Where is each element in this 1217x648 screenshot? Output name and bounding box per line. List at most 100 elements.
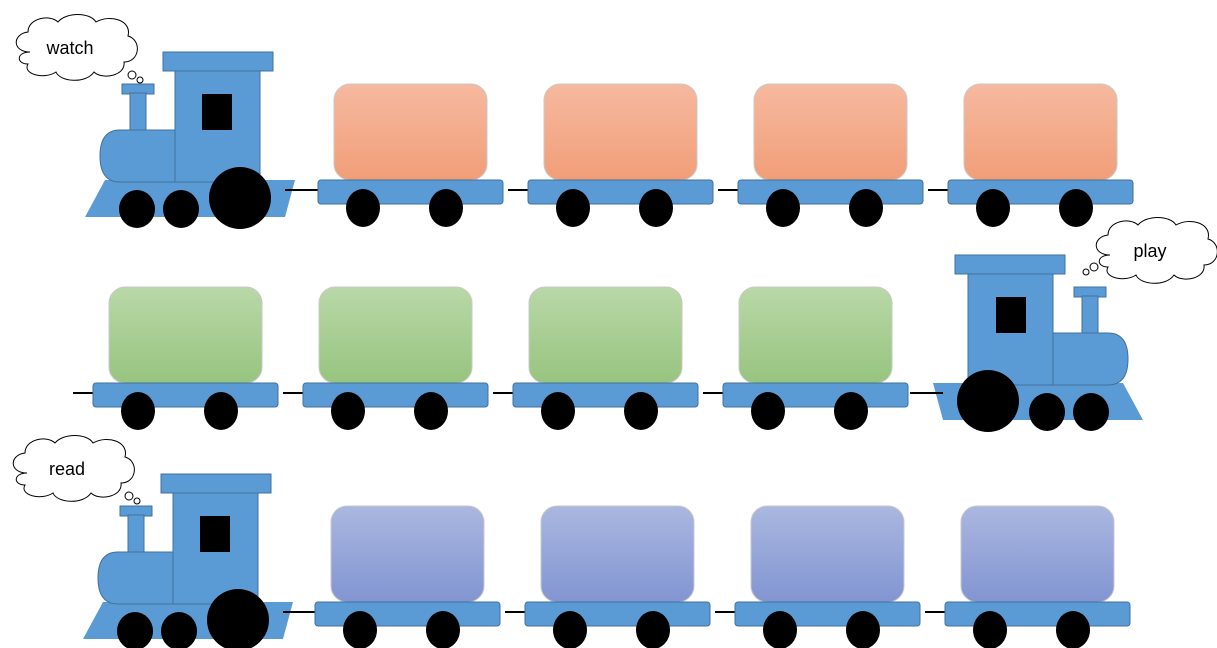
wheel-small	[1029, 393, 1065, 431]
car-platform	[722, 382, 909, 408]
cargo-box	[963, 83, 1118, 181]
car-platform	[302, 382, 489, 408]
wheel	[766, 189, 800, 227]
thought-bubble: watch	[15, 14, 144, 84]
bubble-dot	[1089, 262, 1099, 272]
thought-bubble-word: watch	[45, 38, 93, 58]
wheel	[834, 392, 868, 430]
train-car	[928, 83, 1134, 227]
train-car	[715, 505, 921, 648]
thought-bubble-word: play	[1133, 241, 1166, 261]
wheel	[636, 611, 670, 648]
wheel	[973, 611, 1007, 648]
car-platform	[92, 382, 279, 408]
car-platform	[512, 382, 699, 408]
thought-bubble-word: read	[49, 459, 85, 479]
wheel	[346, 189, 380, 227]
cargo-box	[543, 83, 698, 181]
cargo-box	[750, 505, 905, 603]
engine	[83, 473, 316, 648]
train-car	[493, 286, 699, 430]
wheel	[343, 611, 377, 648]
cab-window	[202, 94, 232, 130]
engine	[910, 254, 1143, 432]
train-car	[925, 505, 1131, 648]
wheel	[331, 392, 365, 430]
wheel	[553, 611, 587, 648]
car-platform	[527, 179, 714, 205]
wheel	[414, 392, 448, 430]
train-car	[508, 83, 714, 227]
smokestack	[127, 514, 145, 554]
wheel-small	[163, 190, 199, 228]
car-platform	[317, 179, 504, 205]
wheel	[121, 392, 155, 430]
cloud-shape	[12, 435, 135, 502]
wheel	[426, 611, 460, 648]
cab-window	[200, 516, 230, 552]
cargo-box	[738, 286, 893, 384]
train-car	[73, 286, 279, 430]
cargo-box	[333, 83, 488, 181]
train-play: play	[73, 217, 1217, 432]
car-platform	[947, 179, 1134, 205]
car-platform	[734, 601, 921, 627]
cargo-box	[960, 505, 1115, 603]
train-car	[295, 505, 501, 648]
engine	[85, 51, 318, 229]
cloud-shape	[15, 14, 138, 81]
car-platform	[944, 601, 1131, 627]
cargo-box	[330, 505, 485, 603]
wheel	[1059, 189, 1093, 227]
cloud-shape	[1095, 217, 1217, 284]
car-platform	[314, 601, 501, 627]
thought-bubble: read	[12, 435, 141, 505]
cargo-box	[753, 83, 908, 181]
train-car	[283, 286, 489, 430]
train-car	[718, 83, 924, 227]
bubble-dot	[127, 70, 137, 80]
wheel	[1056, 611, 1090, 648]
boiler	[1047, 332, 1129, 386]
wheel	[846, 611, 880, 648]
train-read: read	[12, 435, 1131, 648]
cargo-box	[540, 505, 695, 603]
wheel	[429, 189, 463, 227]
bubble-dot	[124, 491, 134, 501]
bubble-dot	[1082, 268, 1090, 276]
wheel-small	[1073, 393, 1109, 431]
bubble-dot	[133, 497, 141, 505]
cargo-box	[528, 286, 683, 384]
cargo-box	[108, 286, 263, 384]
wheel-large	[957, 370, 1019, 432]
wheel	[849, 189, 883, 227]
train-watch: watch	[15, 14, 1134, 229]
wheel-small	[119, 190, 155, 228]
car-platform	[737, 179, 924, 205]
boiler	[97, 551, 179, 605]
wheel	[976, 189, 1010, 227]
wheel-small	[161, 612, 197, 648]
wheel	[751, 392, 785, 430]
wheel	[541, 392, 575, 430]
bubble-dot	[136, 76, 144, 84]
train-car	[505, 505, 711, 648]
train-car	[703, 286, 909, 430]
cab-window	[996, 297, 1026, 333]
cab-roof	[954, 254, 1066, 275]
wheel	[204, 392, 238, 430]
wheel-large	[209, 167, 271, 229]
smokestack	[129, 92, 147, 132]
smokestack	[1081, 295, 1099, 335]
wheel	[639, 189, 673, 227]
cab-roof	[162, 51, 274, 72]
cab-roof	[160, 473, 272, 494]
car-platform	[524, 601, 711, 627]
train-car	[298, 83, 504, 227]
boiler	[99, 129, 181, 183]
wheel	[624, 392, 658, 430]
cargo-box	[318, 286, 473, 384]
wheel	[556, 189, 590, 227]
